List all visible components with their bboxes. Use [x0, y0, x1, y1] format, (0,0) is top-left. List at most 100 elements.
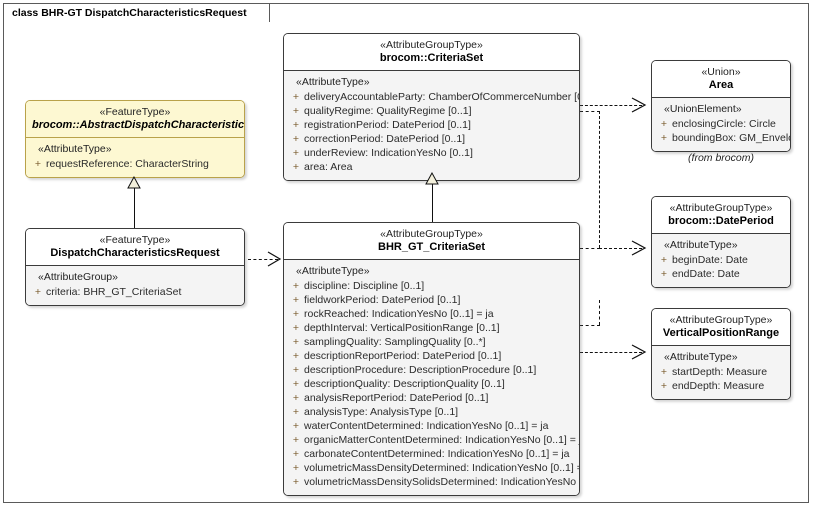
visibility-marker: + [292, 280, 300, 292]
attribute-text: requestReference: CharacterString [46, 158, 209, 170]
class-dispatch-characteristics-request[interactable]: «FeatureType» DispatchCharacteristicsReq… [25, 228, 245, 306]
visibility-marker: + [660, 132, 668, 144]
class-vertical-position-range[interactable]: «AttributeGroupType» VerticalPositionRan… [651, 308, 791, 400]
attribute-text: deliveryAccountableParty: ChamberOfComme… [304, 91, 580, 103]
visibility-marker: + [292, 308, 300, 320]
attribute-section-label: «UnionElement» [664, 103, 742, 115]
attribute-text: depthInterval: VerticalPositionRange [0.… [304, 322, 500, 334]
class-body: «AttributeType» +startDepth: Measure +en… [652, 346, 790, 399]
visibility-marker: + [292, 161, 300, 173]
attribute-row: + waterContentDetermined: IndicationYesNo… [288, 419, 575, 433]
class-stereotype: «AttributeGroupType» [380, 39, 483, 51]
visibility-marker: + [292, 105, 300, 117]
class-bhr-gt-criteriaset[interactable]: «AttributeGroupType» BHR_GT_CriteriaSet … [283, 222, 580, 496]
attribute-row: + carbonateContentDetermined: IndicationY… [288, 447, 575, 461]
visibility-marker: + [292, 420, 300, 432]
class-header: «AttributeGroupType» brocom::DatePeriod [652, 197, 790, 234]
attribute-text: beginDate: Date [672, 254, 748, 266]
visibility-marker: + [292, 434, 300, 446]
class-name: DispatchCharacteristicsRequest [50, 247, 220, 259]
class-body: «AttributeType» + deliveryAccountablePart… [284, 71, 579, 180]
attribute-row: +boundingBox: GM_Envelope [656, 131, 790, 145]
visibility-marker: + [292, 294, 300, 306]
class-brocom-dateperiod[interactable]: «AttributeGroupType» brocom::DatePeriod … [651, 196, 791, 288]
class-header: «AttributeGroupType» BHR_GT_CriteriaSet [284, 223, 579, 260]
attribute-row: +underReview: IndicationYesNo [0..1] [288, 146, 575, 160]
class-body: «AttributeType» + requestReference: Char… [26, 138, 244, 177]
attribute-text: descriptionReportPeriod: DatePeriod [0..… [304, 350, 502, 362]
class-header: «FeatureType» DispatchCharacteristicsReq… [26, 229, 244, 266]
attribute-row: + beginDate: Date [656, 253, 786, 267]
attribute-row: +volumetricMassDensitySolidsDetermined: … [288, 475, 579, 489]
attribute-text: endDate: Date [672, 268, 740, 280]
class-area[interactable]: «Union» Area «UnionElement» + enclosingCi… [651, 60, 791, 152]
attribute-text: correctionPeriod: DatePeriod [0..1] [304, 133, 466, 145]
visibility-marker: + [292, 378, 300, 390]
attribute-text: discipline: Discipline [0..1] [304, 280, 425, 292]
class-header: «FeatureType» brocom::AbstractDispatchCh… [26, 101, 244, 138]
class-brocom-criteriaset[interactable]: «AttributeGroupType» brocom::CriteriaSet… [283, 33, 580, 181]
attribute-row: +startDepth: Measure [656, 365, 786, 379]
attribute-row: + enclosingCircle: Circle [656, 117, 786, 131]
attribute-section-label: «AttributeType» [296, 76, 370, 88]
attribute-text: descriptionQuality: DescriptionQuality [… [304, 378, 505, 390]
visibility-marker: + [660, 254, 668, 266]
dependency-line-vpr-arrow [580, 352, 642, 353]
attribute-row: +registrationPeriod: DatePeriod [0..1] [288, 118, 575, 132]
attribute-row: + organicMatterContentDetermined: Indicat… [288, 433, 579, 447]
attribute-row: +endDepth: Measure [656, 379, 786, 393]
attribute-row: + deliveryAccountableParty: ChamberOfComm… [288, 90, 579, 104]
attribute-text: waterContentDetermined: IndicationYesNo … [304, 420, 549, 432]
attribute-row: + fieldworkPeriod: DatePeriod [0..1] [288, 293, 575, 307]
dependency-line-criteriaset-area [580, 105, 642, 106]
attribute-row: +volumetricMassDensityDetermined: Indica… [288, 461, 579, 475]
visibility-marker: + [660, 118, 668, 130]
visibility-marker: + [292, 364, 300, 376]
attribute-text: samplingQuality: SamplingQuality [0..*] [304, 336, 486, 348]
attribute-text: enclosingCircle: Circle [672, 118, 776, 130]
visibility-marker: + [292, 350, 300, 362]
attribute-row: + discipline: Discipline [0..1] [288, 279, 575, 293]
class-stereotype: «AttributeGroupType» [669, 314, 773, 326]
class-name: brocom::CriteriaSet [379, 52, 484, 64]
attribute-text: organicMatterContentDetermined: Indicati… [304, 434, 580, 446]
visibility-marker: + [34, 158, 42, 170]
attribute-row: +descriptionProcedure: DescriptionProced… [288, 363, 575, 377]
visibility-marker: + [660, 366, 668, 378]
attribute-row: +qualityRegime: QualityRegime [0..1] [288, 104, 575, 118]
dependency-line-criteriaset-dateperiod-stub [580, 111, 600, 112]
attribute-text: volumetricMassDensitySolidsDetermined: I… [304, 476, 579, 488]
visibility-marker: + [292, 91, 300, 103]
class-header: «AttributeGroupType» VerticalPositionRan… [652, 309, 790, 346]
visibility-marker: + [292, 322, 300, 334]
attribute-row: + depthInterval: VerticalPositionRange [0… [288, 321, 575, 335]
class-header: «AttributeGroupType» brocom::CriteriaSet [284, 34, 579, 71]
class-body: «UnionElement» +enclosingCircle: Circle … [652, 98, 790, 151]
attribute-text: endDepth: Measure [672, 380, 765, 392]
dependency-line-dateperiod-arrow [599, 248, 642, 249]
attribute-row: +analysisType: AnalysisType [0..1] [288, 405, 575, 419]
class-name: brocom::AbstractDispatchCharacteristicsR… [32, 119, 245, 131]
class-stereotype: «AttributeGroupType» [669, 202, 773, 214]
class-abstract-dispatch-characteristics-request[interactable]: «FeatureType» brocom::AbstractDispatchCh… [25, 100, 245, 178]
attribute-text: fieldworkPeriod: DatePeriod [0..1] [304, 294, 461, 306]
dependency-line-vertical-vpr [599, 300, 600, 325]
package-note-area: (from brocom) [688, 152, 754, 164]
visibility-marker: + [292, 392, 300, 404]
visibility-marker: + [292, 448, 300, 460]
class-name: BHR_GT_CriteriaSet [378, 241, 485, 253]
class-name: Area [708, 79, 734, 91]
class-name: brocom::DatePeriod [668, 215, 774, 227]
attribute-row: + descriptionReportPeriod: DatePeriod [0.… [288, 349, 575, 363]
visibility-marker: + [292, 336, 300, 348]
attribute-text: criteria: BHR_GT_CriteriaSet [46, 286, 182, 298]
attribute-text: carbonateContentDetermined: IndicationYe… [304, 448, 570, 460]
diagram-title: class BHR-GT DispatchCharacteristicsRequ… [12, 7, 247, 19]
class-header: «Union» Area [652, 61, 790, 98]
class-stereotype: «FeatureType» [99, 234, 171, 246]
class-body: «AttributeType» +discipline: Discipline … [284, 260, 579, 495]
class-name: VerticalPositionRange [662, 327, 780, 339]
attribute-section-label: «AttributeType» [664, 239, 738, 251]
visibility-marker: + [34, 286, 42, 298]
